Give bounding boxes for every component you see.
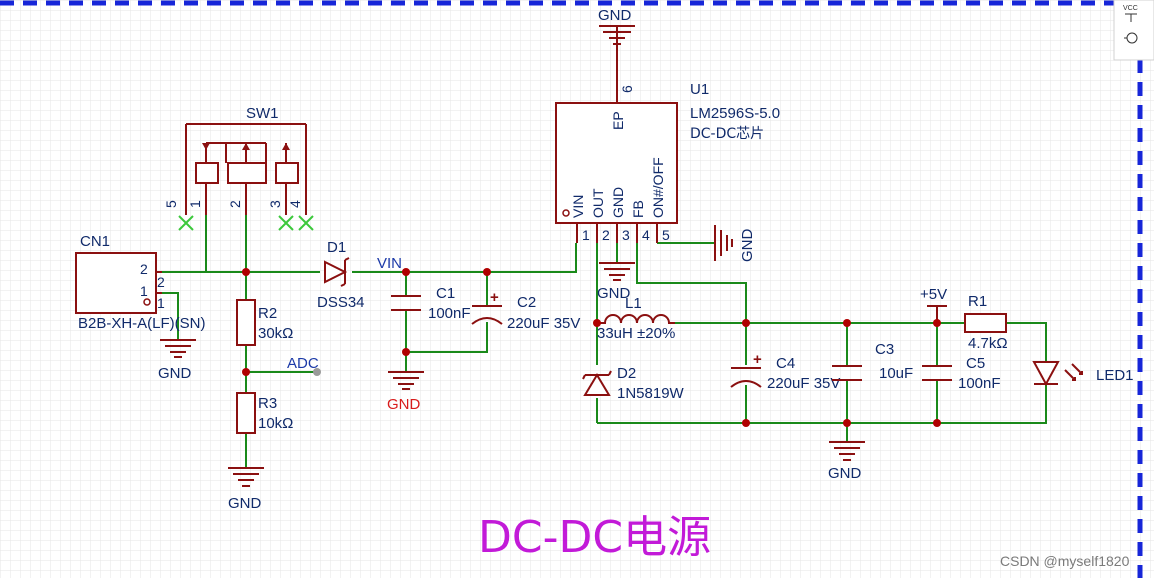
u1-pin-vin-name: VIN [570, 195, 586, 218]
u1-pin-ep-name: EP [610, 111, 626, 130]
net-label-adc[interactable]: ADC [287, 355, 321, 376]
gnd-symbol[interactable]: GND [597, 262, 635, 302]
sw1-pin-5: 5 [163, 200, 179, 208]
c5-ref: C5 [966, 355, 985, 372]
ic-u1[interactable]: 1 2 3 4 5 6 VIN OUT GND FB ON#/OFF EP U1… [555, 45, 780, 243]
r2-value: 30kΩ [258, 325, 293, 342]
connector-cn1[interactable]: CN1 2 1 2 1 B2B-XH-A(LF)(SN) [75, 233, 206, 332]
svg-text:GND: GND [597, 285, 631, 302]
gnd-symbol[interactable]: GND [158, 339, 196, 382]
gnd-symbol[interactable]: GND [714, 225, 756, 263]
svg-text:GND: GND [739, 229, 756, 263]
vcc-icon[interactable] [1125, 13, 1137, 22]
gnd-symbol[interactable]: GND [598, 7, 635, 45]
u1-pin-out-name: OUT [590, 188, 606, 218]
c4-polarity: + [753, 351, 762, 368]
svg-text:GND: GND [387, 396, 421, 413]
u1-desc: DC-DC芯片 [690, 126, 764, 142]
d1-value: DSS34 [317, 294, 365, 311]
resistor-r3[interactable]: R3 10kΩ [236, 392, 293, 434]
resistor-r1[interactable]: R1 4.7kΩ [964, 293, 1008, 352]
power-symbol-5v[interactable]: +5V [920, 286, 947, 323]
cn1-value: B2B-XH-A(LF)(SN) [78, 315, 206, 332]
cn1-pin-2-num: 2 [157, 274, 165, 290]
u1-ref: U1 [690, 81, 709, 98]
c3-value: 10uF [879, 365, 913, 382]
diode-d1[interactable]: D1 DSS34 [317, 239, 365, 311]
d2-value: 1N5819W [617, 385, 685, 402]
c2-ref: C2 [517, 294, 536, 311]
gnd-symbol[interactable]: GND [387, 371, 424, 413]
c5-value: 100nF [958, 375, 1001, 392]
schematic-title: DC-DC电源 [478, 512, 711, 563]
r3-value: 10kΩ [258, 415, 293, 432]
u1-pin-1: 1 [582, 227, 590, 243]
junctions [242, 268, 941, 427]
resistor-r2[interactable]: R2 30kΩ [236, 299, 293, 346]
capacitor-c3[interactable]: C3 10uF [832, 341, 913, 382]
c1-ref: C1 [436, 285, 455, 302]
net-label-5v: +5V [920, 286, 947, 303]
sw1-pin-4: 4 [287, 200, 303, 208]
u1-pin-onoff-name: ON#/OFF [650, 157, 666, 218]
r3-ref: R3 [258, 395, 277, 412]
svg-text:GND: GND [828, 465, 862, 482]
u1-pin-2: 2 [602, 227, 610, 243]
c4-value: 220uF 35V [767, 375, 840, 392]
c1-value: 100nF [428, 305, 471, 322]
d2-ref: D2 [617, 365, 636, 382]
svg-text:ADC: ADC [287, 355, 319, 372]
svg-text:GND: GND [228, 495, 262, 512]
c3-ref: C3 [875, 341, 894, 358]
r1-value: 4.7kΩ [968, 335, 1008, 352]
svg-text:GND: GND [158, 365, 192, 382]
symbol-toolbar[interactable]: VCC [1113, 0, 1154, 61]
u1-pin-5: 5 [662, 227, 670, 243]
c4-ref: C4 [776, 355, 795, 372]
u1-pin-6: 6 [619, 85, 635, 93]
diode-d2[interactable]: D2 1N5819W [582, 365, 685, 402]
vcc-symbol-label[interactable]: VCC [1123, 5, 1138, 12]
r2-ref: R2 [258, 305, 277, 322]
watermark: CSDN @myself1820 [1000, 553, 1130, 569]
led-led1[interactable]: LED1 [1032, 361, 1134, 387]
u1-pin-fb-name: FB [630, 200, 646, 218]
cn1-pin-1: 1 [140, 283, 148, 299]
l1-value: 33uH ±20% [597, 325, 675, 342]
l1-ref: L1 [625, 295, 642, 312]
r1-ref: R1 [968, 293, 987, 310]
no-connect-icon [178, 215, 194, 231]
cn1-pin-2: 2 [140, 261, 148, 277]
d1-ref: D1 [327, 239, 346, 256]
sw1-pin-3: 3 [267, 200, 283, 208]
u1-pin-3: 3 [622, 227, 630, 243]
capacitor-c4[interactable]: + C4 220uF 35V [730, 351, 840, 392]
cn1-ref: CN1 [80, 233, 110, 250]
capacitor-c5[interactable]: C5 100nF [922, 355, 1001, 392]
inductor-l1[interactable]: L1 33uH ±20% [597, 295, 675, 342]
sw1-pin-2: 2 [227, 200, 243, 208]
no-connect-icon [278, 215, 294, 231]
net-label-vin[interactable]: VIN [377, 255, 402, 272]
sw1-pin-1: 1 [187, 200, 203, 208]
gnd-symbol[interactable]: GND [228, 467, 264, 512]
led1-ref: LED1 [1096, 367, 1134, 384]
svg-text:GND: GND [598, 7, 632, 24]
no-connect-icon [298, 215, 314, 231]
switch-sw1[interactable]: SW1 5 1 2 3 4 [163, 105, 314, 231]
gnd-symbol[interactable]: GND [828, 441, 865, 482]
u1-pin-4: 4 [642, 227, 650, 243]
u1-pin-gnd-name: GND [610, 187, 626, 218]
c2-polarity: + [490, 289, 499, 306]
c2-value: 220uF 35V [507, 315, 580, 332]
u1-value: LM2596S-5.0 [690, 105, 780, 122]
sw1-ref: SW1 [246, 105, 279, 122]
capacitor-c2[interactable]: + C2 220uF 35V [471, 289, 580, 332]
wires [160, 123, 1047, 468]
cn1-pin-1-num: 1 [157, 295, 165, 311]
capacitor-c1[interactable]: C1 100nF [391, 285, 471, 322]
